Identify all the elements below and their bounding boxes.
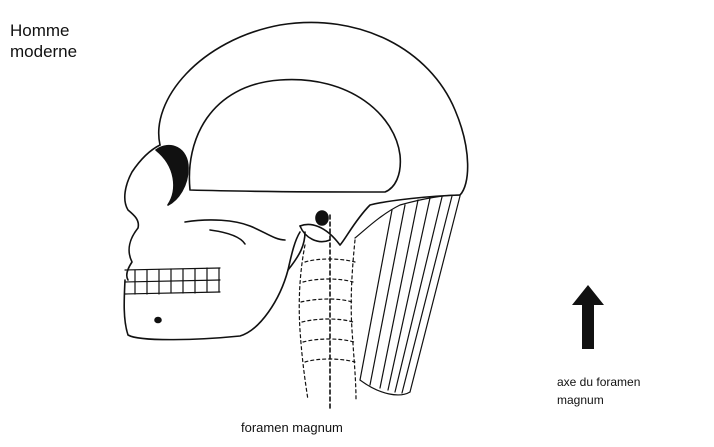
temporal-line: [189, 80, 400, 192]
eye-orbit: [156, 146, 188, 205]
axis-label-line-2: magnum: [557, 391, 714, 409]
mental-foramen: [155, 318, 161, 323]
ear-canal: [316, 211, 328, 225]
face-profile: [125, 145, 160, 280]
zygomatic-lower: [210, 230, 245, 244]
mandible: [124, 232, 300, 340]
axis-label-line-1: axe du foramen: [557, 373, 714, 391]
cranium-outline: [159, 22, 468, 245]
foramen-label: foramen magnum: [241, 420, 343, 435]
axis-label: axe du foramen magnum: [557, 373, 714, 409]
neck-muscles: [355, 195, 460, 395]
teeth: [125, 268, 220, 294]
up-arrow-icon: [570, 285, 606, 351]
cervical-vertebrae: [299, 240, 356, 400]
